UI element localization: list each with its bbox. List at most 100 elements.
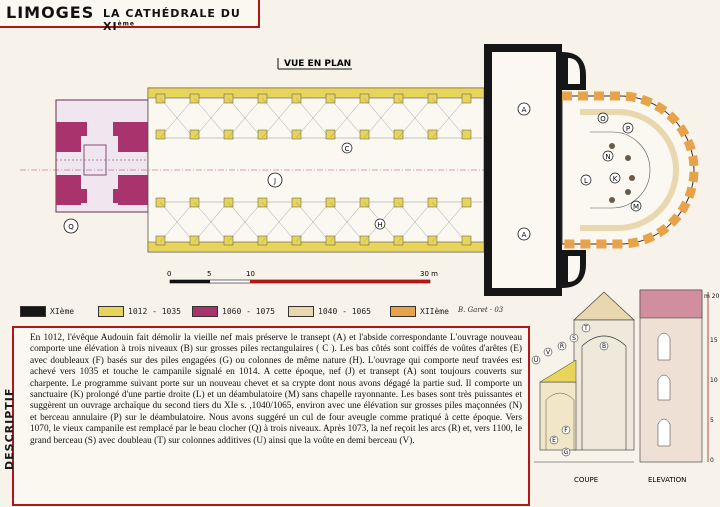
label-circle: A (517, 102, 531, 116)
label-circle: P (622, 122, 634, 134)
scale-tick-5: 5 (207, 270, 211, 278)
nave-pier (461, 197, 472, 208)
letter-t: T (583, 325, 588, 332)
nave-pier (461, 235, 472, 246)
apse (561, 91, 699, 249)
section-drawings: COUPE ELEVATION m 20 15 10 5 0 T S R V U… (531, 289, 720, 484)
elevation-section: ELEVATION (639, 289, 709, 484)
groin-vault (227, 97, 263, 243)
legend-item: XIIème (390, 305, 449, 317)
legend-item: 1060 - 1075 (192, 305, 275, 317)
nave-pier (393, 235, 404, 246)
scale-mark-10: 10 (710, 377, 718, 384)
section-letter: U (531, 355, 541, 365)
legend-label: 1060 - 1075 (222, 306, 275, 316)
legend-swatch (192, 305, 218, 317)
legend: XIème 1012 - 1035 1060 - 1075 1040 - 106… (20, 305, 520, 319)
legend-item: 1012 - 1035 (98, 305, 181, 317)
scale-tick-30: 30 m (420, 270, 438, 278)
subtitle-sup: ème (117, 20, 135, 28)
subtitle-text: LA CATHÉDRALE DU XI (103, 7, 241, 33)
page-title: LIMOGES (6, 3, 95, 22)
section-letter: V (543, 347, 553, 357)
plan-heading: VUE EN PLAN (284, 59, 351, 69)
groin-vault (261, 97, 297, 243)
letter-f: F (564, 427, 568, 434)
label-k: K (613, 175, 618, 183)
section-letter: F (561, 425, 571, 435)
legend-label: XIème (50, 306, 75, 316)
label-circle: L (580, 174, 592, 186)
letter-g: G (564, 449, 569, 456)
groin-vault (329, 97, 365, 243)
nave-pier (427, 235, 438, 246)
nave-pier (427, 129, 438, 140)
label-circle: M (630, 200, 642, 212)
author-signature: B. Garet · 03 (458, 306, 504, 314)
letter-b: B (602, 343, 606, 350)
nave-pier (189, 235, 200, 246)
title-box: LIMOGES LA CATHÉDRALE DU XIème (0, 0, 260, 33)
nave-pier (155, 235, 166, 246)
letter-s: S (572, 335, 576, 342)
letter-v: V (546, 349, 551, 356)
label-c: C (345, 145, 350, 153)
groin-vault (193, 97, 229, 243)
letter-u: U (534, 357, 538, 364)
nave-pier (325, 129, 336, 140)
legend-swatch (390, 305, 416, 317)
nave-pier (461, 129, 472, 140)
scale-mark-5: 5 (710, 417, 714, 424)
legend-item: 1040 - 1065 (288, 305, 371, 317)
nave-pier (325, 235, 336, 246)
description-tab-label: DESCRIPTIF (3, 387, 16, 470)
cross-section: COUPE (534, 291, 635, 484)
label-p: P (626, 125, 630, 133)
groin-vault (295, 97, 331, 243)
label-n: N (605, 153, 610, 161)
groin-vault (159, 97, 195, 243)
scale-mark-20: m 20 (704, 293, 720, 300)
section-letter: E (549, 435, 559, 445)
label-l: L (584, 177, 588, 185)
label-a-north: A (522, 106, 527, 114)
nave-pier (223, 235, 234, 246)
transept (484, 44, 586, 296)
floor-plan: VUE EN PLAN (20, 44, 699, 296)
label-circle: H (374, 218, 386, 230)
coupe-label: COUPE (574, 476, 598, 484)
legend-swatch (20, 305, 46, 317)
legend-swatch (288, 305, 314, 317)
letter-r: R (560, 343, 564, 350)
label-j: J (273, 177, 276, 185)
nave-pier (393, 129, 404, 140)
scale-tick-0: 0 (167, 270, 171, 278)
nave-pier (291, 129, 302, 140)
label-circle: A (517, 227, 531, 241)
section-letter: S (569, 333, 579, 343)
label-m: M (633, 203, 639, 211)
label-circle: J (267, 172, 283, 188)
label-circle: C (341, 142, 353, 154)
section-letter: G (561, 447, 571, 457)
groin-vault (363, 97, 399, 243)
nave-pier (257, 235, 268, 246)
page-subtitle: LA CATHÉDRALE DU XIème (103, 7, 258, 33)
label-circle: K (609, 172, 621, 184)
legend-label: 1012 - 1035 (128, 306, 181, 316)
description-box (12, 326, 530, 506)
nave-pier (223, 129, 234, 140)
label-q: Q (68, 223, 74, 231)
label-circle: O (597, 112, 609, 124)
legend-swatch (98, 305, 124, 317)
scale-tick-10: 10 (246, 270, 255, 278)
nave-pier (257, 129, 268, 140)
description-text: En 1012, l'évêque Audouin fait démolir l… (30, 333, 522, 446)
elevation-label: ELEVATION (648, 476, 686, 484)
nave-pier (359, 235, 370, 246)
groin-vault (397, 97, 433, 243)
legend-label: XIIème (420, 306, 449, 316)
legend-item: XIème (20, 305, 74, 317)
label-a-south: A (522, 231, 527, 239)
legend-label: 1040 - 1065 (318, 306, 371, 316)
